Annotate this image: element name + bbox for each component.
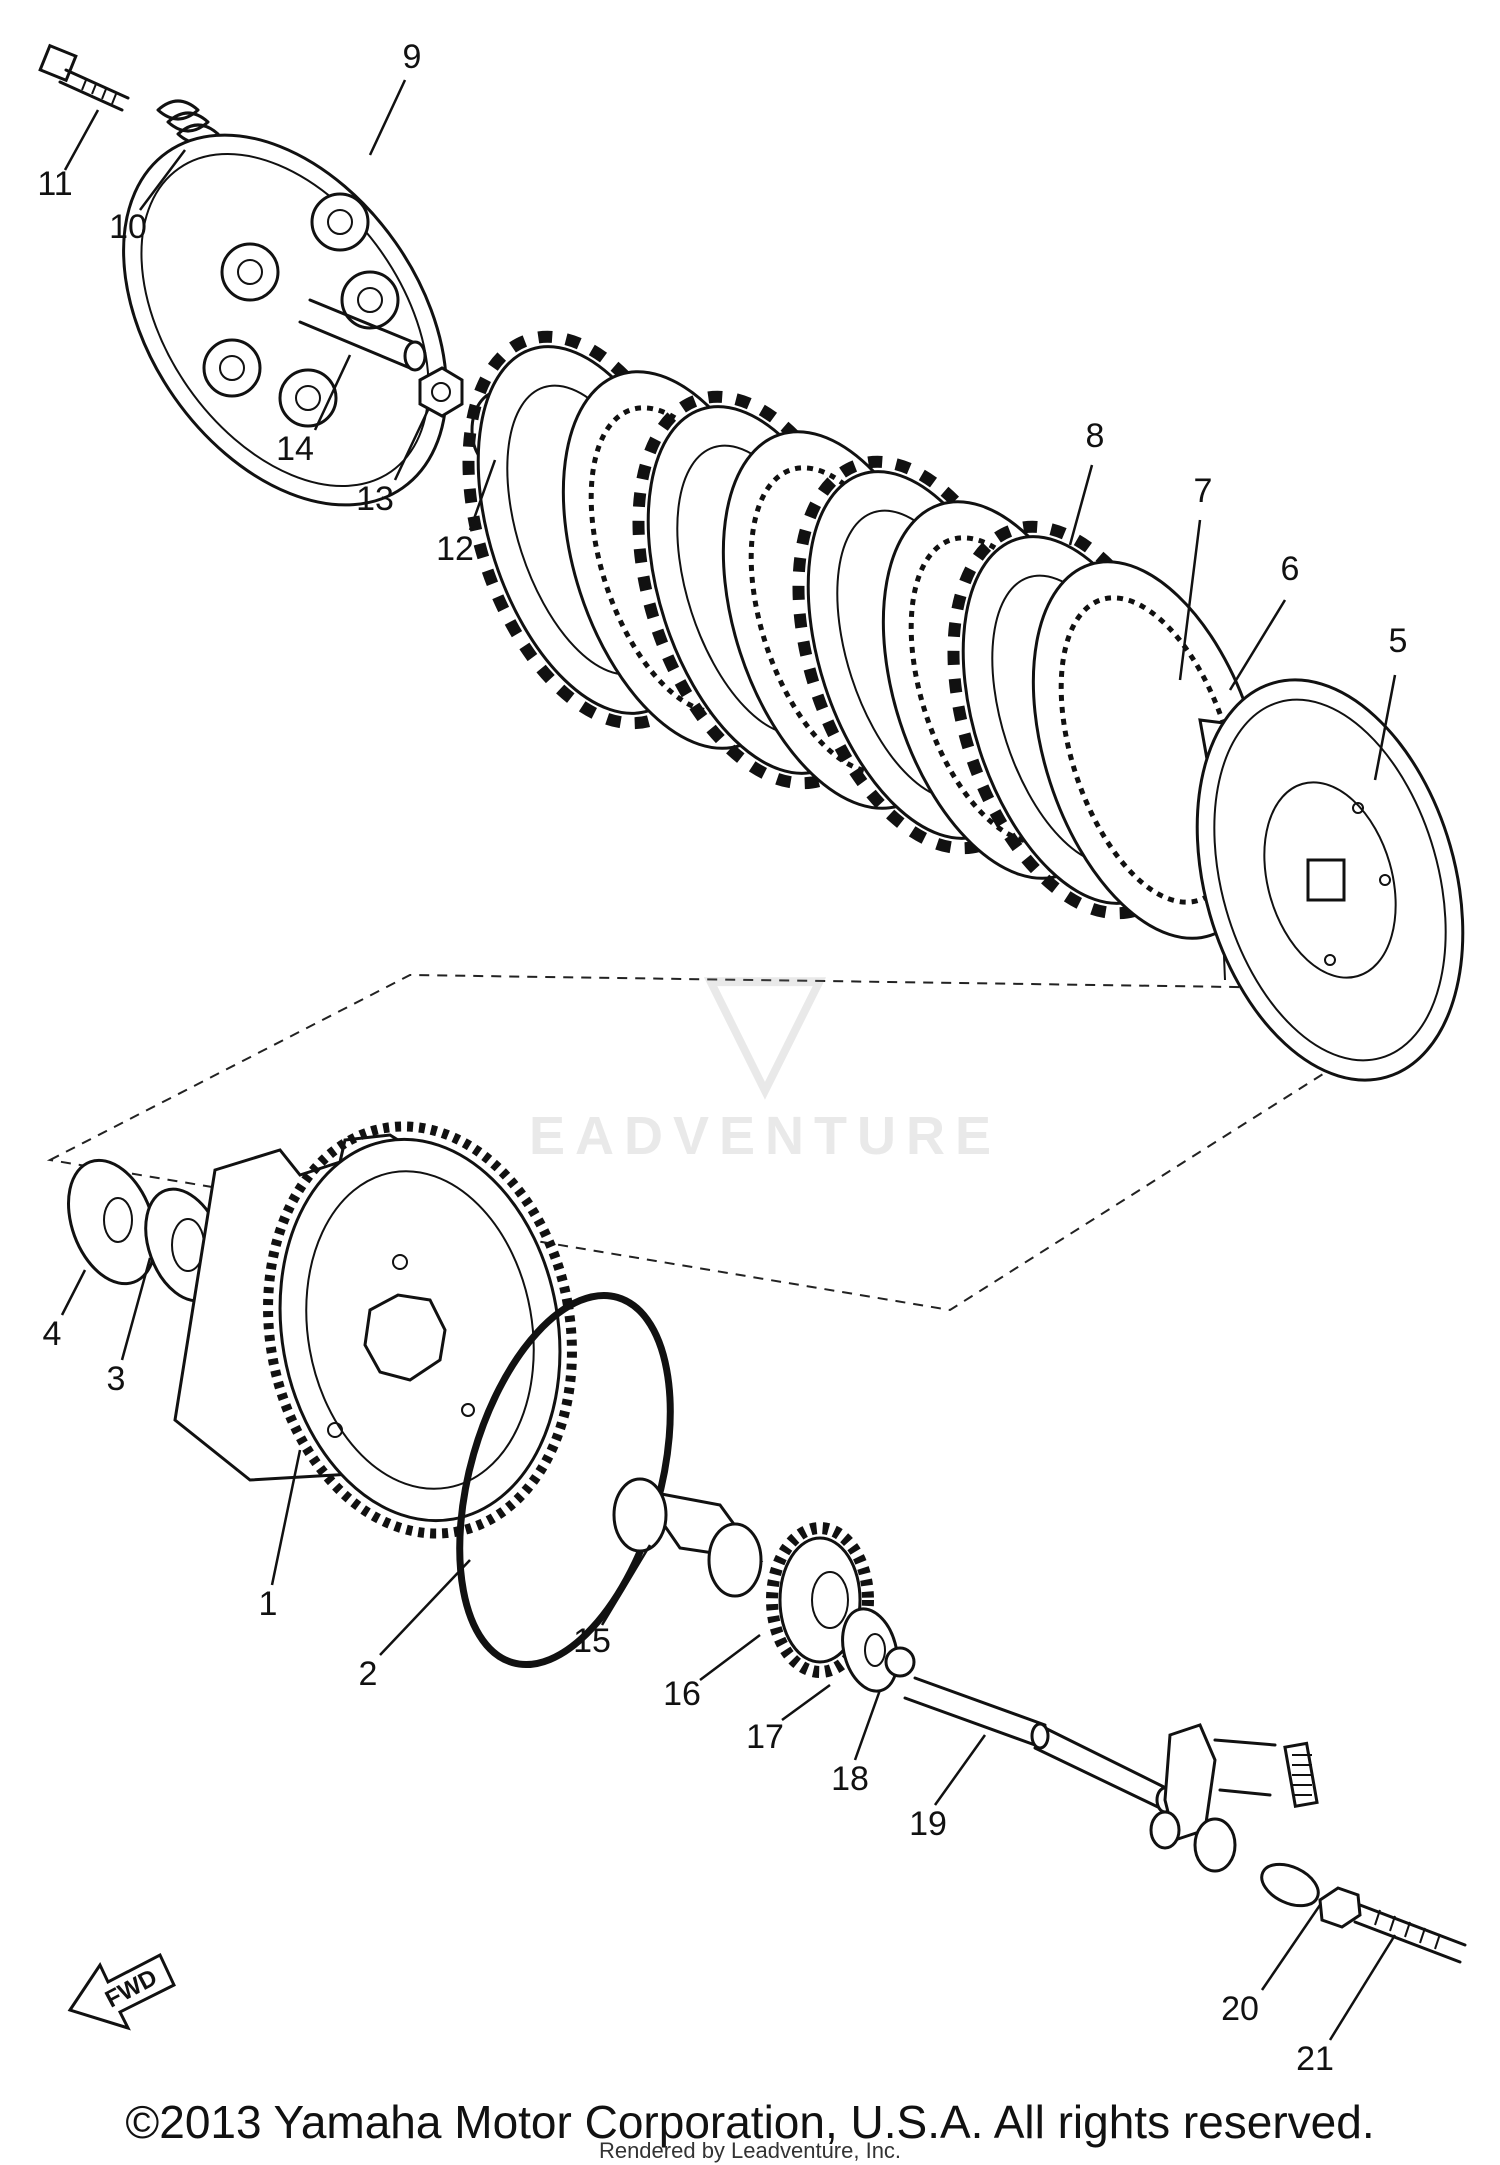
part-label: 15	[573, 1622, 611, 1660]
nut-part-20	[1318, 1886, 1362, 1929]
bushing-part-15	[612, 1477, 764, 1598]
part-label: 7	[1194, 472, 1213, 510]
leader-lines	[60, 79, 1397, 2041]
part-label: 19	[909, 1805, 947, 1843]
forward-direction-arrow: FWD	[67, 1952, 176, 2031]
part-label: 6	[1281, 550, 1300, 588]
clutch-housing-part-1	[173, 1121, 577, 1539]
part-label: 20	[1221, 1990, 1259, 2028]
watermark: ▽ EADVENTURE	[515, 945, 1015, 1167]
part-label: 9	[403, 38, 422, 76]
part-label: 18	[831, 1760, 869, 1798]
part-label: 17	[746, 1718, 784, 1756]
part-label: 14	[276, 430, 314, 468]
ball-part-18	[884, 1646, 916, 1678]
flame-logo-icon: ▽	[703, 931, 827, 1118]
render-credit: Rendered by Leadventure, Inc.	[598, 2138, 902, 2163]
part-label: 1	[259, 1585, 278, 1623]
nut-part-13	[418, 366, 464, 418]
clutch-boss-part-5	[1195, 678, 1465, 1082]
part-label: 4	[43, 1315, 62, 1353]
part-label: 11	[37, 165, 72, 203]
part-label: 12	[436, 530, 474, 568]
part-label: 10	[109, 208, 147, 246]
part-number-labels: 1 2 3 4 5 6 7 8 9 10 11 12 13 14 15 16 1…	[37, 38, 1407, 2078]
part-label: 8	[1086, 417, 1105, 455]
part-label: 2	[359, 1655, 378, 1693]
pressure-plate-part-9	[122, 133, 448, 507]
part-label: 5	[1389, 622, 1408, 660]
adjusting-screw-part-21	[1353, 1903, 1467, 1964]
part-label: 21	[1296, 2040, 1334, 2078]
push-lever-assembly	[1149, 1723, 1320, 1908]
watermark-text: EADVENTURE	[528, 1106, 1002, 1166]
spring-part-10	[156, 99, 230, 157]
drive-gear-part-16	[766, 1522, 874, 1678]
part-label: 16	[663, 1675, 701, 1713]
clutch-plate-stack	[462, 330, 1269, 940]
copyright-notice: ©2013 Yamaha Motor Corporation, U.S.A. A…	[125, 2096, 1375, 2148]
part-label: 13	[356, 480, 394, 518]
part-label: 3	[107, 1360, 126, 1398]
bolt-part-11	[38, 43, 130, 112]
